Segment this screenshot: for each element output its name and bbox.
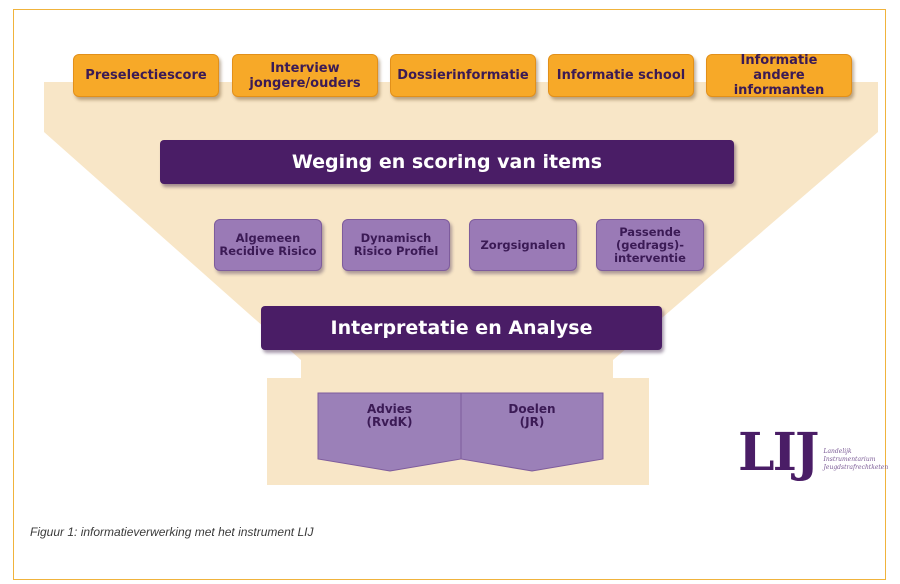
analyse-bar: Interpretatie en Analyse (261, 306, 662, 350)
output-doelen-label: Doelen (JR) (508, 402, 556, 429)
figure-caption: Figuur 1: informatieverwerking met het i… (30, 525, 314, 539)
input-informatie-school: Informatie school (548, 54, 694, 97)
lij-logo: LIJ Landelijk Instrumentarium Jeugdstraf… (738, 426, 888, 480)
input-andere-informanten: Informatie andere informanten (706, 53, 852, 98)
outcome-passende-interventie: Passende (gedrags)- interventie (596, 219, 704, 271)
input-preselectiescore: Preselectiescore (73, 54, 219, 97)
input-interview: Interview jongere/ouders (232, 54, 378, 97)
weging-bar: Weging en scoring van items (160, 140, 734, 184)
outcome-zorgsignalen: Zorgsignalen (469, 219, 577, 271)
lij-logo-mark: LIJ (738, 422, 819, 483)
outcome-algemeen-recidive: Algemeen Recidive Risico (214, 219, 322, 271)
output-advies-label: Advies (RvdK) (366, 402, 413, 429)
output-doelen-shape (460, 392, 604, 472)
output-advies-shape (317, 392, 462, 472)
input-dossierinformatie: Dossierinformatie (390, 54, 536, 97)
lij-logo-subtitle: Landelijk Instrumentarium Jeugdstrafrech… (823, 448, 889, 471)
outcome-dynamisch-risico: Dynamisch Risico Profiel (342, 219, 450, 271)
